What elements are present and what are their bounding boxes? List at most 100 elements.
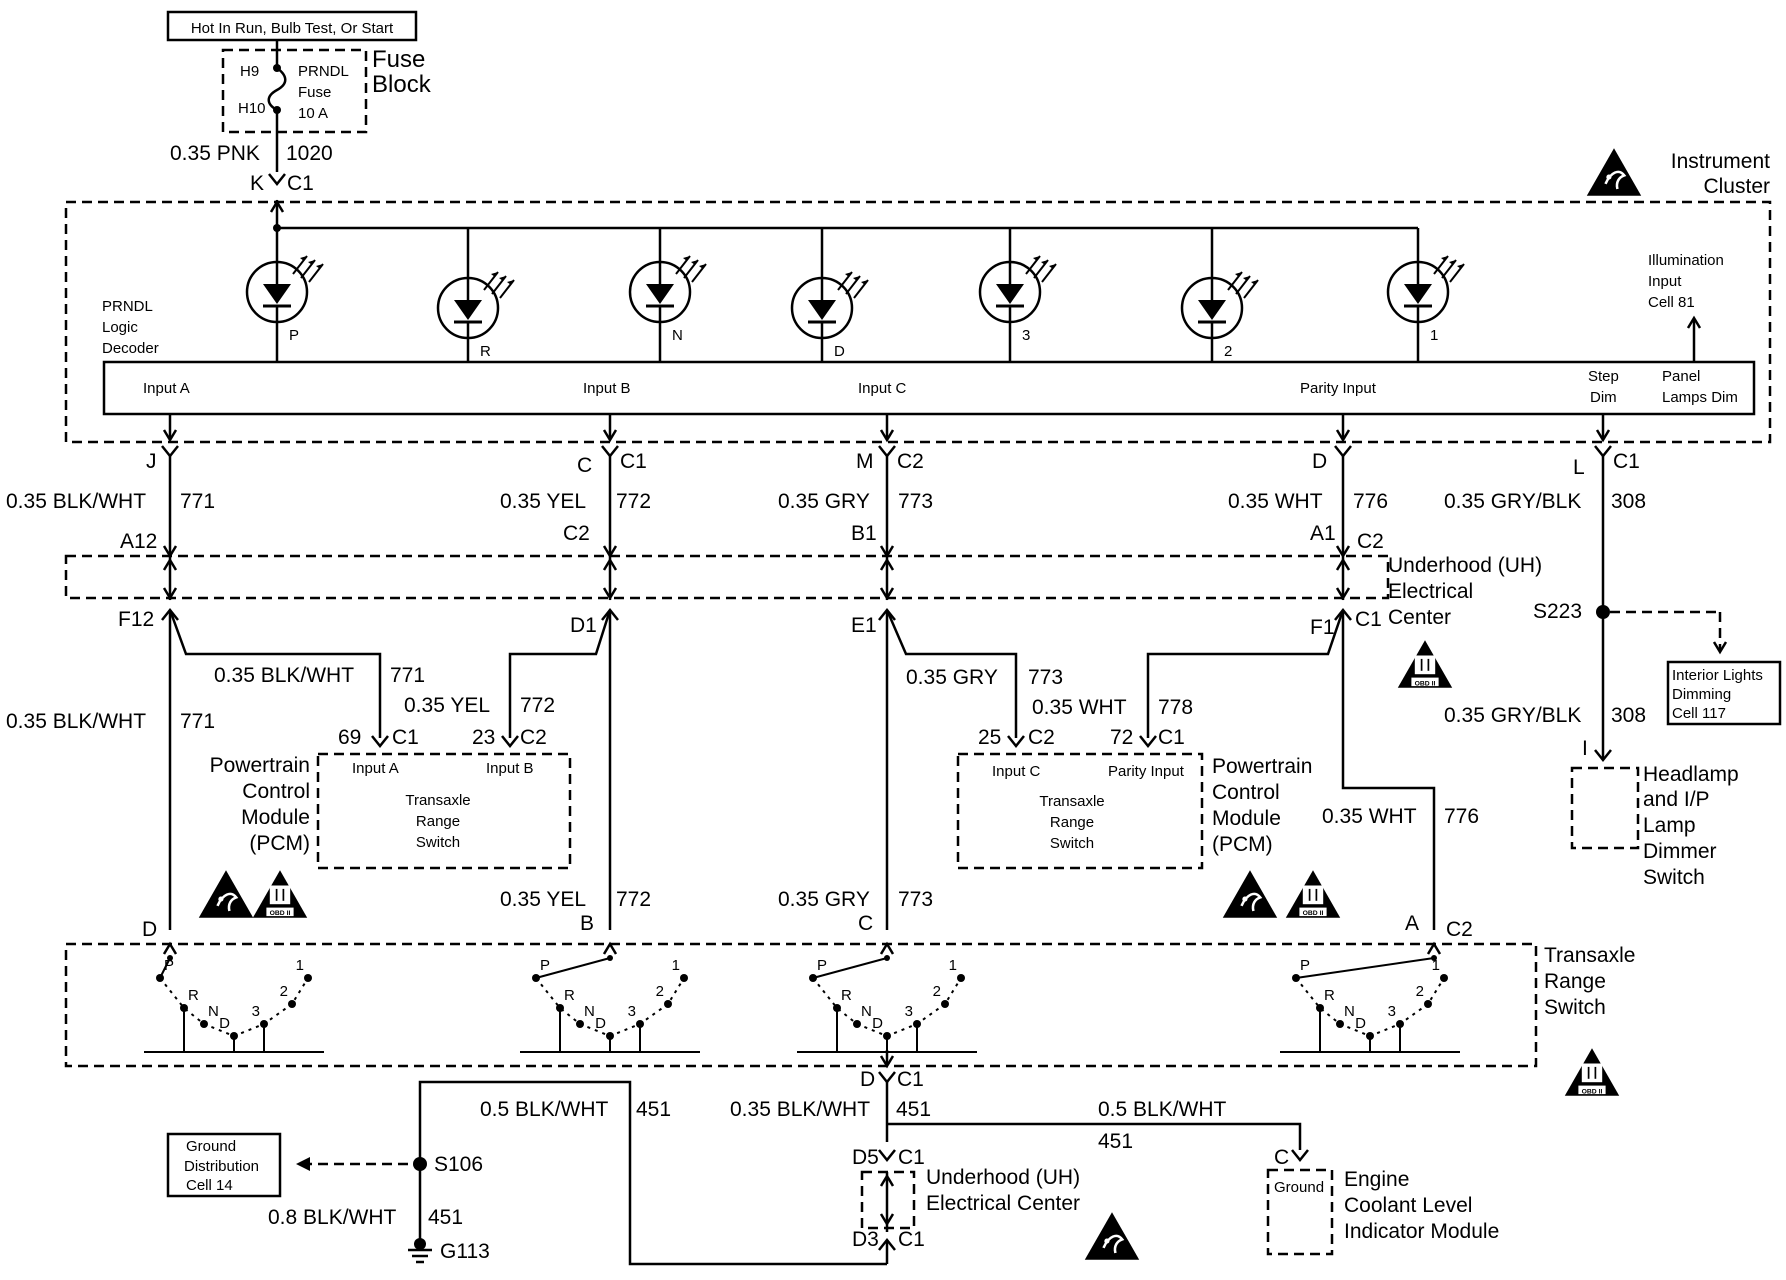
instrument-cluster [64, 200, 1772, 444]
pcm-r-name-2: Control [1212, 781, 1280, 804]
dimmer-l3: Lamp [1643, 814, 1696, 837]
lamp-2: 2 [1180, 228, 1260, 362]
interior-lights-1: Interior Lights [1672, 667, 1763, 684]
engine-coolant-level-module [1266, 1168, 1334, 1256]
pcm-l-in-a: Input A [352, 760, 399, 777]
pcm-l-wire-b: 0.35 YEL [404, 694, 490, 717]
trs-position-label: R [1324, 987, 1335, 1004]
ground-distribution-box [166, 1132, 282, 1198]
pcm-l-in-b: Input B [486, 760, 534, 777]
uh-passthrough-arrows [162, 544, 1351, 600]
splice-s223 [1596, 605, 1610, 619]
trs-title-1: Transaxle [1544, 944, 1635, 967]
interior-lights-2: Dimming [1672, 686, 1731, 703]
gnd-d3: D3 [852, 1228, 879, 1251]
lamp-label-d: D [834, 343, 845, 360]
feed-circuit: 1020 [286, 142, 333, 165]
circuit-771-upper: 771 [180, 490, 215, 513]
illum-label-2: Input [1648, 273, 1682, 290]
pin-l-conn: C1 [1613, 450, 1640, 473]
trs-position-label: 3 [1388, 1003, 1396, 1020]
pcm-l-name-2: Control [242, 780, 310, 803]
dimmer-l1: Headlamp [1643, 763, 1739, 786]
gd-1: Ground [186, 1138, 236, 1155]
trs-position-label: 3 [905, 1003, 913, 1020]
pcm-r-name-1: Powertrain [1212, 755, 1312, 778]
trs-conn-c2: C2 [1446, 918, 1473, 941]
lamp-1: 1 [1386, 228, 1466, 362]
uh-pin-a12: A12 [120, 530, 157, 553]
pcm-r-name-4: (PCM) [1212, 833, 1273, 856]
wire-772-upper: 0.35 YEL [500, 490, 586, 513]
uh-pin-c2-d: C2 [1357, 530, 1384, 553]
esd-icon-lower [1083, 1210, 1141, 1262]
pcm-r-tr-1: Transaxle [1039, 793, 1104, 810]
wire-771-upper: 0.35 BLK/WHT [6, 490, 146, 513]
uh-pin-f12: F12 [118, 608, 154, 631]
feed-wire: 0.35 PNK [170, 142, 260, 165]
uh-pin-f1: F1 [1310, 616, 1335, 639]
interior-lights-3: Cell 117 [1672, 705, 1726, 722]
gd-2: Distribution [184, 1158, 259, 1175]
pcm-r-conn-c2: C2 [1028, 726, 1055, 749]
decoder-input-c: Input C [858, 380, 907, 397]
lower-circ-773: 773 [898, 888, 933, 911]
trs-position-label: D [872, 1015, 883, 1032]
transaxle-range-switch [64, 942, 1538, 1068]
trs-position-label: P [817, 957, 827, 974]
trs-pin-d: D [142, 918, 157, 941]
wire-308-lower: 0.35 GRY/BLK [1444, 704, 1581, 727]
lower-circ-772: 772 [616, 888, 651, 911]
trs-position-label: 1 [949, 957, 957, 974]
osd-icon-uh [1396, 639, 1454, 689]
pcm-l-wire-main: 0.35 BLK/WHT [6, 710, 146, 733]
uh-title-2: Electrical [1388, 580, 1473, 603]
lamp-r: R [436, 228, 516, 362]
lamp-d: D [790, 228, 870, 362]
uh-pin-b1: B1 [851, 522, 877, 545]
fuse-block [221, 48, 368, 134]
lamp-p: P [245, 228, 325, 362]
pin-c-conn: C1 [620, 450, 647, 473]
gnd-d5: D5 [852, 1146, 879, 1169]
esd-icon-right [1221, 868, 1279, 920]
pcm-l-pin-69: 69 [338, 726, 361, 749]
fuse-name-3: 10 A [298, 105, 328, 122]
pcm-r-circ-c: 773 [1028, 666, 1063, 689]
decoder-label-1: PRNDL [102, 298, 153, 315]
wire-776-upper: 0.35 WHT [1228, 490, 1323, 513]
trs-position-label: N [861, 1003, 872, 1020]
trs-pin-c: C [858, 912, 873, 935]
lamp-label-3: 3 [1022, 327, 1030, 344]
ecl-pin-c: C [1274, 1146, 1289, 1169]
gnd-circ-left: 451 [636, 1098, 671, 1121]
trs-position-label: 1 [1432, 957, 1440, 974]
fuse-name-2: Fuse [298, 84, 331, 101]
gnd-circ-mid: 451 [896, 1098, 931, 1121]
trs-position-label: 2 [656, 983, 664, 1000]
lower-wire-772: 0.35 YEL [500, 888, 586, 911]
fuse-pin-h9: H9 [240, 63, 259, 80]
gnd-wire-mid: 0.35 BLK/WHT [730, 1098, 870, 1121]
ground-g113: G113 [440, 1240, 490, 1263]
lower-wire-773: 0.35 GRY [778, 888, 870, 911]
cluster-title-2: Cluster [1703, 175, 1770, 198]
pcm-l-circ-main: 771 [180, 710, 215, 733]
pcm-r-pin-25: 25 [978, 726, 1001, 749]
osd-icon-trs [1563, 1047, 1621, 1097]
trs-position-label: D [595, 1015, 606, 1032]
ecl-2: Coolant Level [1344, 1194, 1472, 1217]
pcm-l-conn-c1: C1 [392, 726, 419, 749]
fuse-block-title-1: Fuse [372, 46, 425, 73]
pcm-l-tr-3: Switch [416, 834, 460, 851]
pin-l: L [1573, 456, 1585, 479]
circuit-308-lower: 308 [1611, 704, 1646, 727]
trs-position-label: D [1355, 1015, 1366, 1032]
lamp-label-1: 1 [1430, 327, 1438, 344]
trs-title-2: Range [1544, 970, 1606, 993]
osd-icon-left [251, 869, 309, 919]
